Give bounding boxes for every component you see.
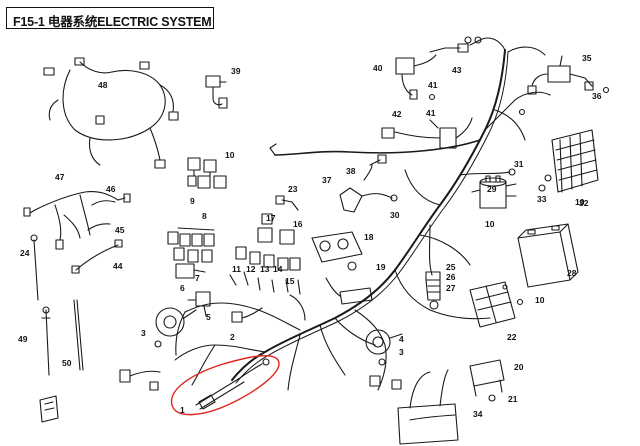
part-7-relay-block: [175, 263, 206, 279]
callout-14: 14: [273, 264, 283, 274]
part-18-unit: [311, 231, 363, 271]
callout-48: 48: [98, 80, 108, 90]
callout-45: 45: [115, 225, 125, 235]
part-24-49-50-rods: [30, 234, 84, 376]
callout-40: 40: [373, 63, 383, 73]
callout-4: 4: [399, 334, 404, 344]
part-32-rectifier: [544, 129, 599, 193]
callout-13: 13: [260, 264, 270, 274]
callout-21: 21: [508, 394, 518, 404]
callout-44: 44: [113, 261, 123, 271]
callout-3: 3: [141, 328, 146, 338]
callout-8: 8: [202, 211, 207, 221]
callout-10: 10: [485, 219, 495, 229]
callout-24: 24: [20, 248, 30, 258]
callout-10: 10: [575, 197, 585, 207]
callout-3: 3: [399, 347, 404, 357]
callout-12: 12: [246, 264, 256, 274]
part-34-bracket: [397, 369, 459, 445]
title-box: F15-1 电器系统ELECTRIC SYSTEM: [6, 7, 214, 29]
harness-end-connectors: [119, 369, 402, 391]
small-fasteners: [428, 36, 610, 306]
part-6-relay: [187, 291, 211, 317]
callout-41: 41: [428, 80, 438, 90]
part-29-starter-relay: [471, 175, 517, 209]
part-39-connector: [205, 75, 228, 109]
small-bracket-bottom-left: [39, 395, 59, 423]
part-1-sensor: [195, 358, 270, 410]
callout-18: 18: [364, 232, 374, 242]
callout-30: 30: [390, 210, 400, 220]
callout-11: 11: [232, 264, 241, 274]
callout-42: 42: [392, 109, 402, 119]
callout-19: 19: [376, 262, 386, 272]
callout-23: 23: [288, 184, 298, 194]
part-28-battery: [517, 223, 579, 288]
callout-29: 29: [487, 184, 497, 194]
part-48-sub-harness: [43, 57, 179, 169]
part-20-21-bracket: [469, 359, 505, 402]
callout-33: 33: [537, 194, 547, 204]
part-16-17-relays: [257, 213, 295, 245]
callout-17: 17: [266, 213, 276, 223]
part-19-bracket: [325, 277, 373, 305]
callout-28: 28: [567, 268, 577, 278]
callout-9: 9: [190, 196, 195, 206]
diagram-title: F15-1 电器系统ELECTRIC SYSTEM: [13, 15, 212, 29]
callout-41: 41: [426, 108, 436, 118]
callout-10: 10: [535, 295, 545, 305]
callout-5: 5: [206, 312, 211, 322]
callout-36: 36: [592, 91, 602, 101]
callout-1: 1: [180, 405, 185, 415]
part-37-38-sensor: [339, 154, 398, 213]
callout-43: 43: [452, 65, 462, 75]
callout-49: 49: [18, 334, 28, 344]
callout-50: 50: [62, 358, 72, 368]
callout-7: 7: [195, 273, 200, 283]
callout-6: 6: [180, 283, 185, 293]
part-23-connector: [275, 195, 299, 211]
callout-47: 47: [55, 172, 65, 182]
part-25-27-sensor: [425, 271, 441, 310]
part-horns: [154, 307, 403, 366]
callout-2: 2: [230, 332, 235, 342]
part-8-fuses: [167, 227, 215, 263]
part-11-15-connectors: [229, 246, 301, 295]
part-40-43-ignition: [381, 43, 473, 149]
callout-22: 22: [507, 332, 517, 342]
callout-38: 38: [346, 166, 356, 176]
callout-46: 46: [106, 184, 116, 194]
callout-20: 20: [514, 362, 524, 372]
callout-26: 26: [446, 272, 456, 282]
part-2-connector: [231, 307, 263, 323]
part-1-highlight-ring: [170, 354, 280, 416]
part-35-36-regulator: [527, 55, 594, 95]
part-22-ecu: [469, 281, 516, 328]
callout-27: 27: [446, 283, 456, 293]
callout-15: 15: [285, 276, 295, 286]
callout-32: 32: [579, 198, 589, 208]
part-44-47-wires: [23, 191, 131, 274]
callout-39: 39: [231, 66, 241, 76]
part-9-10-relays: [187, 157, 227, 189]
callout-35: 35: [582, 53, 592, 63]
callout-37: 37: [322, 175, 332, 185]
callout-34: 34: [473, 409, 483, 419]
callout-16: 16: [293, 219, 303, 229]
callout-31: 31: [514, 159, 524, 169]
callout-10: 10: [225, 150, 235, 160]
callout-25: 25: [446, 262, 456, 272]
